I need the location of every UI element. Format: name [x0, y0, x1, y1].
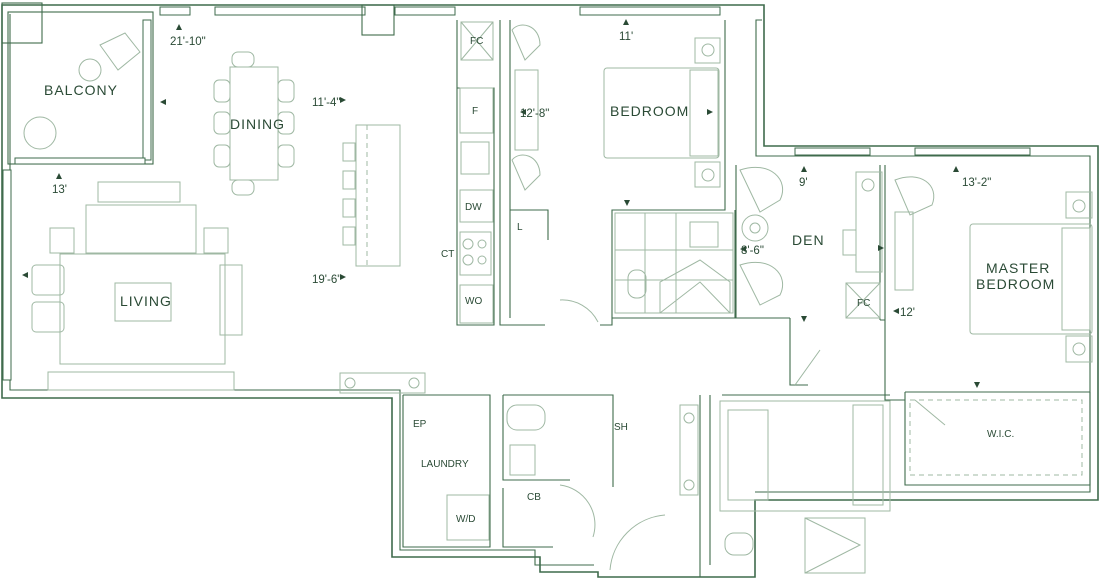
media-console	[97, 181, 181, 203]
sink	[460, 141, 490, 175]
cooktop	[459, 231, 492, 276]
dimension-arrow	[22, 19, 980, 388]
fixture-label-sh: SH	[614, 422, 628, 433]
interior-wall	[402, 392, 1091, 577]
rug	[59, 253, 226, 365]
washer-dryer	[446, 494, 490, 541]
fixture-label-wo: WO	[465, 296, 482, 307]
dimension-bedroom-depth: 12'-8"	[520, 108, 549, 120]
window	[579, 6, 721, 16]
room-label-bedroom: BEDROOM	[610, 103, 689, 119]
interior-wall-line	[9, 14, 1091, 566]
kitchen-island	[355, 124, 401, 267]
master-bed	[969, 223, 1093, 335]
window	[14, 157, 146, 165]
window	[142, 19, 152, 161]
dishwasher	[459, 189, 494, 223]
column	[361, 4, 395, 36]
exterior-wall	[1, 4, 1099, 578]
bed	[603, 67, 720, 159]
bathtub	[727, 409, 769, 501]
fc-kitchen-closet	[460, 21, 494, 61]
room-label-den: DEN	[792, 232, 825, 248]
room-label-laundry: LAUNDRY	[421, 459, 469, 470]
vanity	[852, 404, 884, 506]
dimension-dining-depth: 11'-4"	[312, 97, 340, 109]
interior-wall	[456, 20, 1090, 401]
dimension-den-width: 9'	[799, 177, 808, 189]
room-label-living: LIVING	[120, 293, 172, 309]
fixture-label-l: L	[517, 222, 523, 233]
fireplace	[47, 371, 235, 391]
room-label-balcony: BALCONY	[44, 82, 118, 98]
dimension-living-depth: 19'-6"	[312, 274, 341, 286]
room-label-master-2: BEDROOM	[976, 276, 1055, 292]
sofa	[85, 204, 197, 254]
room-label-dining: DINING	[230, 116, 285, 132]
fixture-label-fc: FC	[470, 36, 483, 47]
dimension-master-depth: 12'	[900, 307, 915, 319]
dimension-bedroom-width: 11'	[619, 31, 633, 43]
toilet	[627, 269, 647, 299]
entry-door	[609, 514, 666, 571]
room-label-master-1: MASTER	[986, 260, 1050, 276]
dimension-living-width: 21'-10"	[170, 36, 206, 48]
desk	[855, 171, 883, 273]
fixture-label-cb: CB	[527, 492, 541, 503]
window	[794, 147, 871, 156]
dimension-balcony-width: 13'	[52, 184, 67, 196]
window	[159, 6, 191, 16]
dimension-den-depth: 8'-6"	[741, 245, 764, 257]
fixture-label-ct: CT	[441, 249, 454, 260]
room-label-wic: W.I.C.	[987, 429, 1014, 440]
fc-den-closet	[845, 282, 881, 319]
wall-oven	[459, 284, 494, 324]
fixture-label-fc-den: FC	[857, 298, 870, 309]
fixture-label-ep: EP	[413, 419, 427, 430]
coffee-table	[114, 282, 172, 322]
balcony-column	[1, 2, 43, 44]
fridge	[459, 87, 494, 134]
shower-2	[804, 517, 866, 574]
fixture-label-f: F	[472, 106, 478, 117]
fixture-label-dw: DW	[465, 202, 482, 213]
window	[914, 147, 1031, 156]
dimension-master-width: 13'-2"	[962, 177, 991, 189]
window	[214, 6, 366, 16]
window	[2, 169, 12, 381]
fixture-label-wd: W/D	[456, 514, 475, 525]
window	[394, 6, 456, 16]
